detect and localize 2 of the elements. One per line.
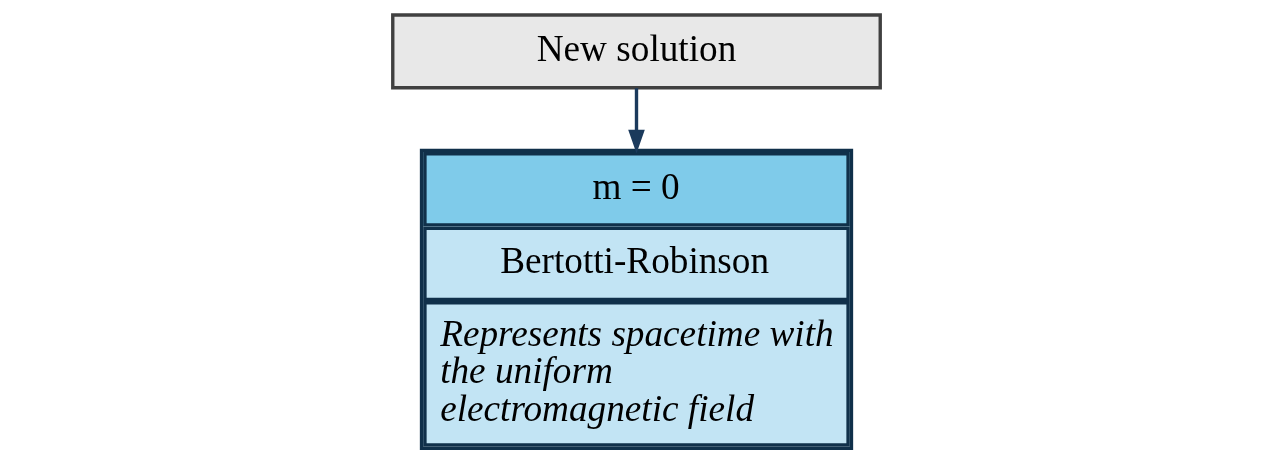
node-box: New solution [390, 13, 882, 90]
arrow [627, 88, 645, 154]
